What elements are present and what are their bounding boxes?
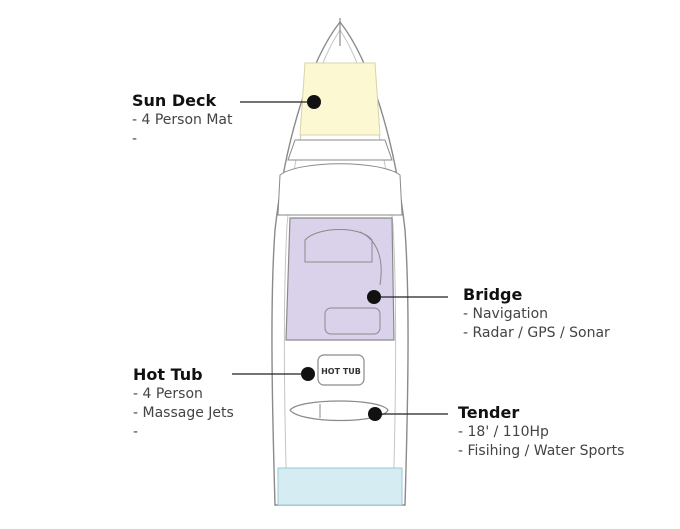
sun-deck-area [299,62,381,136]
hot-tub-label: HOT TUB [321,367,361,376]
bridge-seating [304,229,373,263]
hot-tub-callout: Hot Tub - 4 Person - Massage Jets - [133,365,234,442]
bridge-item: - Radar / GPS / Sonar [463,325,610,341]
stern-platform [277,467,403,506]
bridge-callout: Bridge - Navigation - Radar / GPS / Sona… [463,285,610,343]
hot-tub-item: - Massage Jets [133,405,234,421]
tender-item: - Fisihing / Water Sports [458,443,625,459]
bridge-area [285,217,395,341]
sun-deck-marker [307,95,321,109]
hot-tub-item: - 4 Person [133,386,203,402]
cabin-roof [277,163,403,216]
bridge-stairs [359,231,382,286]
sun-deck-item: - 4 Person Mat [132,112,233,128]
sun-deck-title: Sun Deck [132,91,217,110]
sun-deck-callout: Sun Deck - 4 Person Mat - [132,91,233,149]
sun-deck-item: - [132,131,138,147]
bridge-item: - Navigation [463,306,549,322]
tender-marker [368,407,382,421]
tender-title: Tender [458,403,520,422]
tender-callout: Tender - 18' / 110Hp - Fisihing / Water … [458,403,624,461]
cabin-windshield [287,139,393,161]
bridge-title: Bridge [463,285,523,304]
hot-tub-item: - [133,424,139,440]
bridge-lounge [324,307,381,335]
hot-tub-marker [301,367,315,381]
hot-tub-area [317,354,365,386]
tender-boat [289,400,389,422]
hot-tub-title: Hot Tub [133,365,203,384]
bridge-marker [367,290,381,304]
tender-item: - 18' / 110Hp [458,424,549,440]
